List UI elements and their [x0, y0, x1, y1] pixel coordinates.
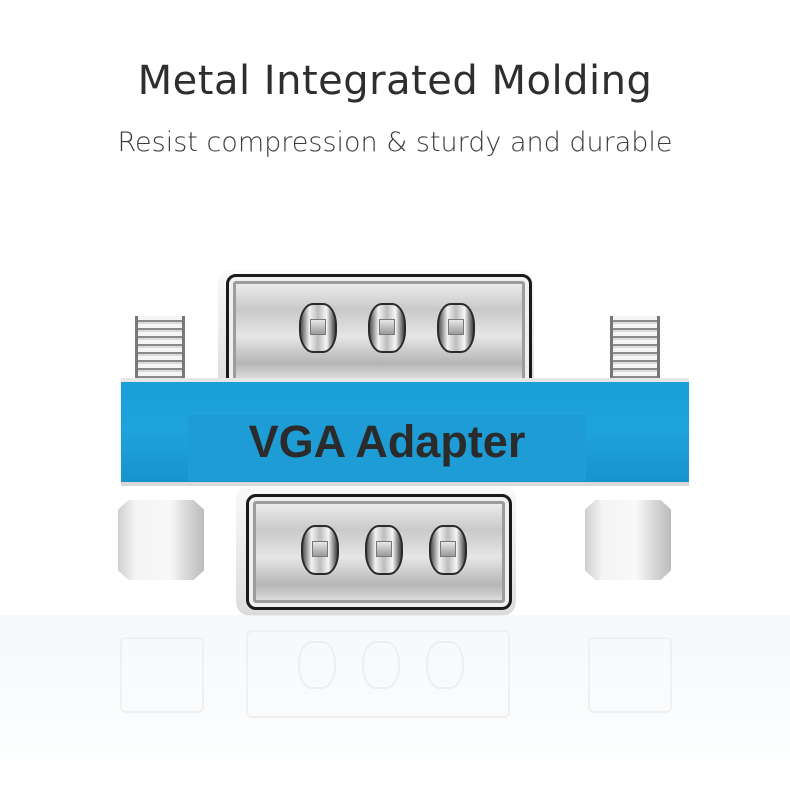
- reflection: [0, 615, 790, 790]
- band-label-background: [188, 415, 586, 481]
- bottom-connector: [246, 494, 512, 610]
- band-label: VGA Adapter: [248, 416, 526, 467]
- reflection-pin: [362, 641, 400, 689]
- pin: [429, 525, 467, 575]
- left-nut: [118, 500, 204, 580]
- reflection-pin: [298, 641, 336, 689]
- pin: [299, 303, 337, 353]
- left-screw: [135, 316, 185, 384]
- pin: [301, 525, 339, 575]
- reflection-pin: [426, 641, 464, 689]
- reflection-left-nut: [120, 637, 204, 713]
- reflection-connector: [246, 630, 510, 718]
- pin: [368, 303, 406, 353]
- top-connector: [226, 274, 532, 388]
- reflection-right-nut: [588, 637, 672, 713]
- pin: [437, 303, 475, 353]
- right-screw: [610, 316, 660, 384]
- page-title: Metal Integrated Molding: [137, 58, 653, 104]
- page-subtitle: Resist compression & sturdy and durable: [117, 127, 673, 158]
- right-nut: [585, 500, 671, 580]
- pin: [365, 525, 403, 575]
